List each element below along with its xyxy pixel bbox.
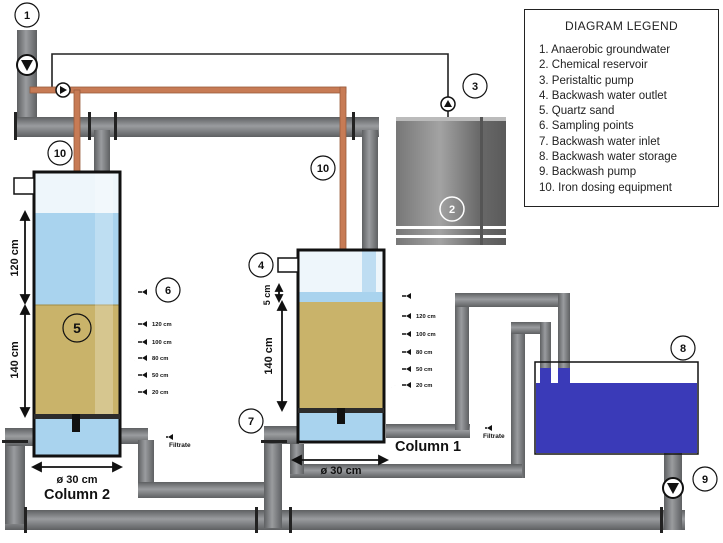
col1-diameter: ø 30 cm <box>321 465 362 477</box>
legend-item: 3. Peristaltic pump <box>539 74 634 87</box>
sampling-valve-col1 <box>388 329 402 339</box>
sampling-label: 80 cm <box>416 350 432 356</box>
marker-3: 3 <box>462 73 488 99</box>
marker-5: 5 <box>62 313 92 343</box>
sampling-valve-col2 <box>124 319 138 329</box>
marker-label: 7 <box>248 416 254 428</box>
marker-label: 2 <box>449 204 455 216</box>
marker-10: 10 <box>310 155 336 181</box>
sampling-label: 80 cm <box>152 356 168 362</box>
col1-filtrate: Filtrate <box>483 433 505 440</box>
legend-item: 7. Backwash water inlet <box>539 135 660 148</box>
marker-7: 7 <box>238 408 264 434</box>
col2-diameter: ø 30 cm <box>57 474 98 486</box>
drain-valve-col2 <box>133 446 143 460</box>
column-2 <box>13 170 122 458</box>
sampling-valve-col2 <box>124 337 138 347</box>
sampling-valve-col2-top <box>124 287 138 297</box>
labels: 120 cm 140 cm ø 30 cm Column 2 Filtrate … <box>9 239 505 503</box>
marker-10: 10 <box>47 140 73 166</box>
sampling-label: 50 cm <box>416 367 432 373</box>
marker-label: 6 <box>165 285 171 297</box>
column-1 <box>277 248 386 444</box>
backwash-pump-icon <box>662 477 684 499</box>
pumps <box>16 54 684 499</box>
marker-label: 10 <box>317 163 329 175</box>
legend-item: 2. Chemical reservoir <box>539 59 648 72</box>
sampling-label: 120 cm <box>152 322 172 328</box>
groundwater-pump-icon <box>16 54 38 76</box>
legend-item: 10. Iron dosing equipment <box>539 181 672 194</box>
filtrate-valve-col1 <box>471 423 485 433</box>
sampling-label: 20 cm <box>152 390 168 396</box>
sampling-valve-col2 <box>124 353 138 363</box>
sampling-valve-col1 <box>388 311 402 321</box>
marker-label: 1 <box>24 10 30 22</box>
marker-label: 9 <box>702 474 708 486</box>
sampling-valve-col2 <box>124 370 138 380</box>
sampling-label: 100 cm <box>416 332 436 338</box>
col2-dim-bed: 140 cm <box>9 341 21 379</box>
drain-valve-col1 <box>457 404 467 418</box>
marker-label: 8 <box>680 343 686 355</box>
sampling-label: 50 cm <box>152 373 168 379</box>
marker-9: 9 <box>692 466 718 492</box>
col2-filtrate: Filtrate <box>169 442 191 449</box>
legend-item: 9. Backwash pump <box>539 166 637 179</box>
number-markers: 1 2 3 4 5 6 7 8 9 10 10 <box>14 2 718 492</box>
legend-title: DIAGRAM LEGEND <box>565 19 678 33</box>
sampling-valve-col2 <box>124 387 138 397</box>
sampling-valve-col1 <box>388 380 402 390</box>
legend-item: 1. Anaerobic groundwater <box>539 44 671 56</box>
legend-list: 1. Anaerobic groundwater 2. Chemical rese… <box>539 43 677 196</box>
pipe-network <box>2 30 687 533</box>
sampling-valve-col1-top <box>388 291 402 301</box>
marker-8: 8 <box>670 335 696 361</box>
dimension-lines <box>19 209 390 473</box>
sampling-valves: 120 cm 100 cm 80 cm 50 cm 20 cm 120 cm 100 cm 8… <box>124 287 492 460</box>
marker-2: 2 <box>439 196 465 222</box>
marker-label: 5 <box>73 320 81 336</box>
backwash-water-storage <box>534 361 699 455</box>
col1-dim-top: 5 cm <box>262 285 272 306</box>
dosing-pump-icon <box>55 82 71 98</box>
col2-dim-top: 120 cm <box>9 239 21 277</box>
legend-item: 6. Sampling points <box>539 120 634 133</box>
col2-name: Column 2 <box>44 487 110 503</box>
marker-label: 4 <box>258 260 265 272</box>
marker-label: 3 <box>472 81 478 93</box>
marker-1: 1 <box>14 2 40 28</box>
diagram-legend: DIAGRAM LEGEND 1. Anaerobic groundwater 2… <box>524 9 719 207</box>
sampling-label: 100 cm <box>152 340 172 346</box>
marker-6: 6 <box>155 277 181 303</box>
sampling-valve-col1 <box>388 364 402 374</box>
marker-label: 10 <box>54 148 66 160</box>
sampling-valve-col1 <box>388 347 402 357</box>
legend-item: 8. Backwash water storage <box>539 151 678 164</box>
marker-4: 4 <box>248 252 274 278</box>
legend-item: 4. Backwash water outlet <box>539 89 667 102</box>
sampling-label: 20 cm <box>416 383 432 389</box>
sampling-label: 120 cm <box>416 314 436 320</box>
peristaltic-pump-icon <box>440 96 456 112</box>
chemical-reservoir <box>396 117 506 245</box>
col1-name: Column 1 <box>395 439 461 455</box>
legend-item: 5. Quartz sand <box>539 105 615 118</box>
col1-dim-bed: 140 cm <box>263 337 275 375</box>
filtrate-valve-col2 <box>152 432 166 442</box>
